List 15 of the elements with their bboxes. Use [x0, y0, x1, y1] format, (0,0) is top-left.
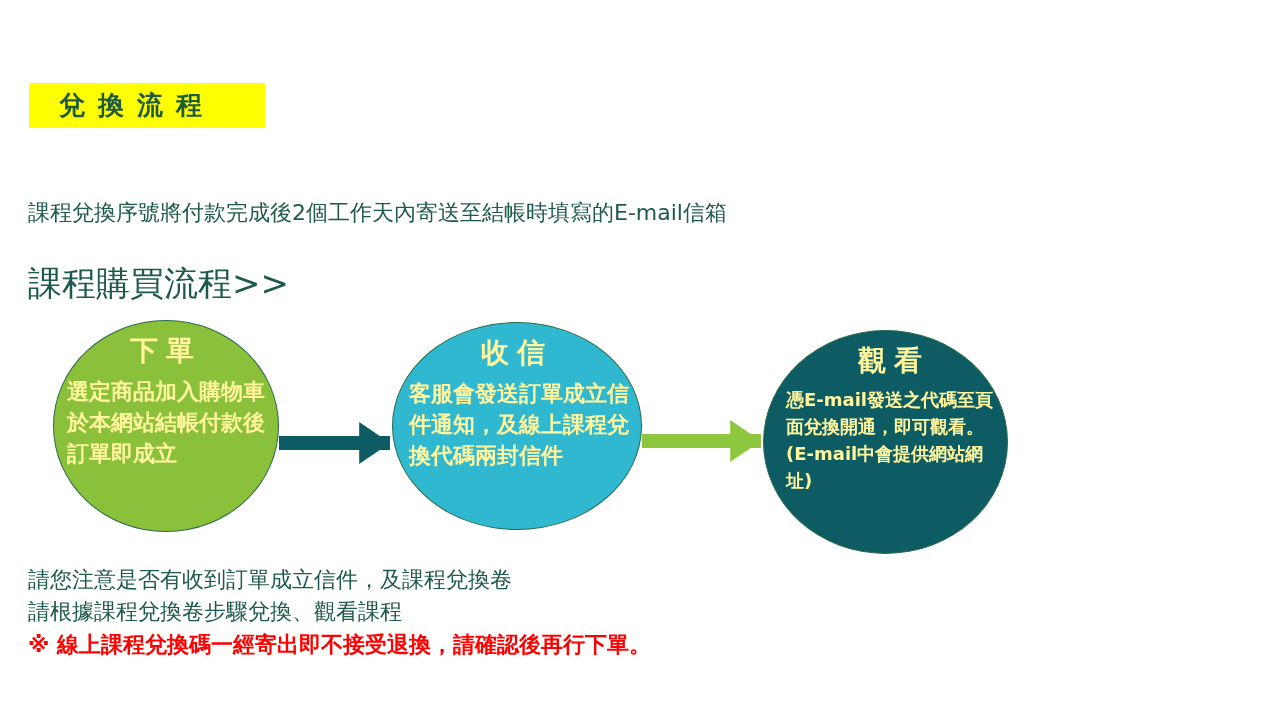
- title-banner: 兌換流程: [29, 83, 265, 128]
- arrow: [642, 420, 761, 462]
- note-text: 課程兌換序號將付款完成後2個工作天內寄送至結帳時填寫的E-mail信箱: [28, 199, 727, 227]
- note-text: 請您注意是否有收到訂單成立信件，及課程兌換卷: [28, 566, 512, 594]
- step-description: 憑E-mail發送之代碼至頁面兌換開通，即可觀看。: [786, 388, 994, 439]
- step-description: (E-mail中會提供網站網址): [786, 442, 985, 493]
- step-description: 客服會發送訂單成立信件通知，及線上課程兌換代碼兩封信件: [409, 380, 630, 470]
- arrow: [279, 422, 390, 464]
- section-heading: 課程購買流程>>: [28, 262, 289, 305]
- note-text: 請根據課程兌換卷步驟兌換、觀看課程: [28, 598, 402, 626]
- step-heading: 收信: [480, 335, 554, 370]
- step-heading: 觀看: [858, 343, 931, 378]
- warning-text: ※ 線上課程兌換碼一經寄出即不接受退換，請確認後再行下單。: [28, 631, 652, 659]
- step-heading: 下單: [129, 333, 203, 368]
- step-description: 選定商品加入購物車於本網站結帳付款後訂單即成立: [67, 378, 266, 468]
